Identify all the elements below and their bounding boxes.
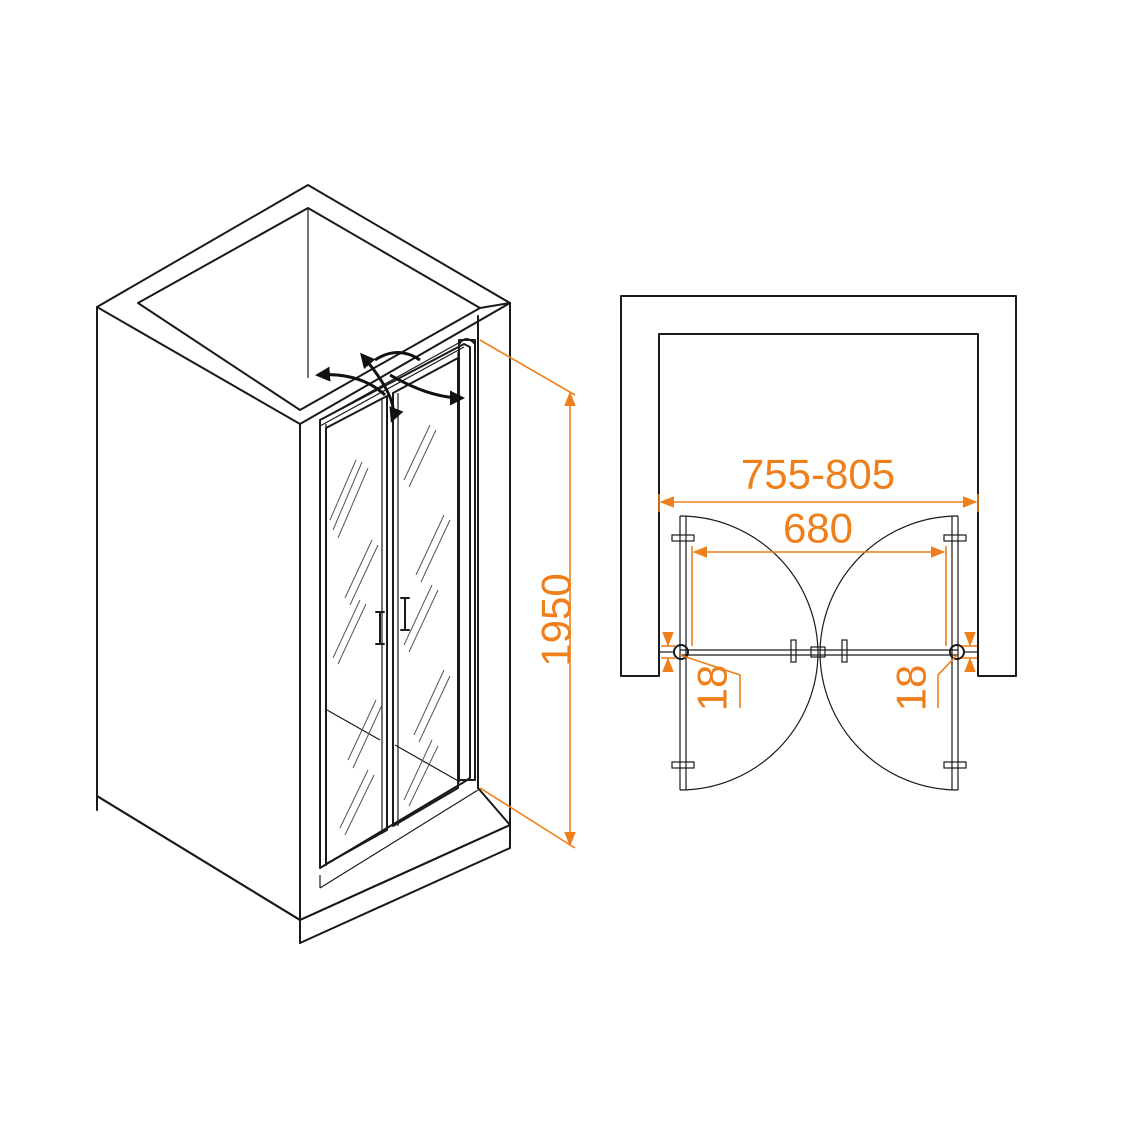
left-profile-label: 18: [689, 665, 736, 712]
right-profile-label: 18: [888, 665, 935, 712]
niche-width-dimension: 755-805: [658, 451, 979, 512]
wall-profiles: [659, 644, 978, 660]
plan-view: 755-805 680 18 18: [620, 295, 1017, 791]
plan-walls: [620, 295, 1017, 677]
niche-width-label: 755-805: [741, 451, 895, 498]
closed-door-line: [680, 639, 958, 663]
right-door-panel: [392, 357, 459, 827]
swing-arrows-icon: [315, 351, 465, 423]
height-dimension: 1950: [479, 339, 580, 849]
glass-texture: [329, 424, 451, 836]
door-handles: [375, 597, 410, 645]
left-profile-dimension: 18: [661, 632, 741, 712]
right-wall: [307, 208, 511, 826]
right-profile-dimension: 18: [888, 632, 977, 712]
door-swing-arcs: [679, 515, 959, 791]
hinges: [671, 534, 967, 769]
left-wall: [96, 184, 511, 944]
shower-tray: [96, 709, 511, 944]
height-label: 1950: [533, 573, 580, 666]
door-opening-label: 680: [783, 505, 853, 552]
door-opening-dimension: 680: [691, 505, 947, 646]
isometric-view: 1950: [96, 184, 580, 944]
